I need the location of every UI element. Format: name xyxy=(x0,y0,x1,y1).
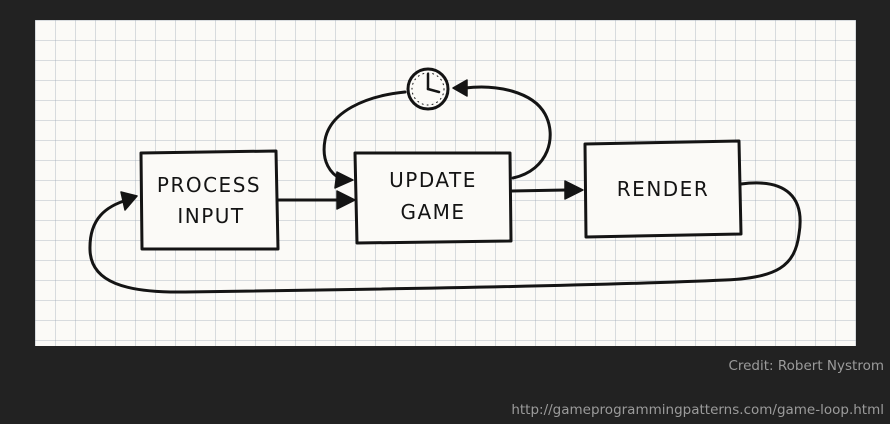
process-input-label-line2: INPUT xyxy=(177,204,244,228)
image-credit: Credit: Robert Nystrom xyxy=(728,358,884,374)
update-self-loop-arrow xyxy=(463,85,552,180)
update-self-loop-return xyxy=(322,90,407,181)
update-game-label-line1: UPDATE xyxy=(389,168,477,192)
arrowhead-self-loop-bottom xyxy=(334,171,354,189)
render-label: RENDER xyxy=(617,177,709,201)
update-game-box xyxy=(353,151,513,245)
arrowhead-into-update xyxy=(336,190,356,210)
source-url-link[interactable]: http://gameprogrammingpatterns.com/game-… xyxy=(511,402,884,418)
process-input-label-line1: PROCESS xyxy=(157,173,261,197)
clock-icon xyxy=(406,67,450,111)
arrowhead-into-input xyxy=(120,191,138,211)
arrow-update-to-render xyxy=(509,188,568,193)
diagram-canvas: PROCESS INPUT UPDATE GAME RENDER xyxy=(88,67,802,294)
loop-back-arrow xyxy=(88,181,802,294)
process-input-box xyxy=(139,149,280,251)
arrowhead-into-render xyxy=(564,180,584,200)
render-box xyxy=(583,139,743,239)
arrowhead-self-loop-top xyxy=(452,79,468,97)
update-game-label-line2: GAME xyxy=(400,200,465,224)
game-loop-diagram: PROCESS INPUT UPDATE GAME RENDER xyxy=(35,20,856,346)
